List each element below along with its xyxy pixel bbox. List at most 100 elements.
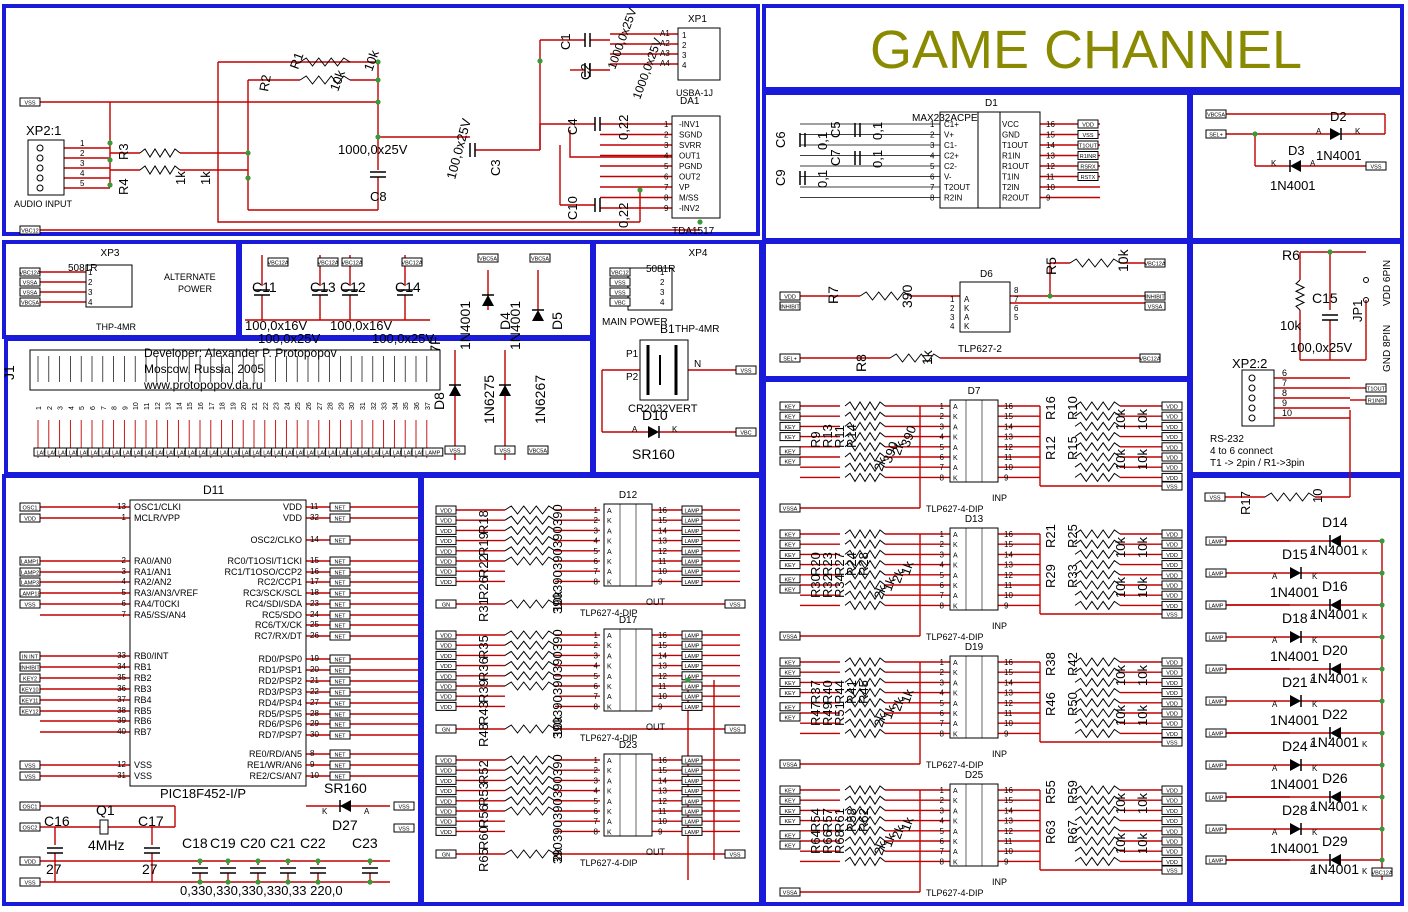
net-label-box [1161,481,1183,491]
header-pin-number: 5 [79,406,86,410]
net-label: KEY [784,716,795,722]
resistor-in [844,718,886,729]
transceiver-d1 [939,111,1041,209]
ref-d28: D28 [1282,802,1308,818]
header-pin-number: 37 [425,402,432,410]
junction-node [245,175,251,181]
resistor-in [844,401,886,411]
ref-c21: C21 [270,835,296,851]
junction-node [367,879,373,885]
mcu-pin-label: RE2/CS/AN7 [249,771,302,781]
val-c13: 100,0x25V [258,331,320,346]
connector-pin [1248,414,1256,422]
pin-a: A [1272,700,1278,709]
pin-number: 14 [658,526,667,535]
net-label: LAMP [685,674,700,680]
net-label: VDD [1166,712,1178,718]
val-resistor: 2k [871,455,890,474]
pin-label: K [953,839,958,846]
power-connector-xp4 [627,267,673,311]
net-label: KEY [784,819,795,825]
ref-r17: R17 [1238,491,1253,515]
mcu-pin-label: VSS [134,760,152,770]
net-label-box [779,840,801,850]
pin-number: 6 [940,709,945,718]
net-label-box [19,588,41,598]
net-label: LAMP [112,451,127,457]
net-label-box [329,567,351,577]
val-c15: 100,0x25V [1290,340,1352,355]
pin-number: 1 [664,120,669,129]
net-label: VDD [1166,466,1178,472]
mcu-pin-label: RB5 [134,706,152,716]
net-label: VDD [1082,123,1094,129]
net-label-box [1205,760,1227,770]
net-label: LAMP [1209,859,1224,865]
net-label-box [779,702,801,712]
developer-line-2: Moscow, Russia, 2005 [144,362,264,376]
ref-r2: R2 [256,74,274,93]
junction-node [245,150,251,156]
net-label: LAMP [685,779,700,785]
pin-a: A [1310,159,1316,168]
net-label-box [329,709,351,719]
net-label-box [1205,792,1227,802]
pin-number: 15 [1046,131,1055,140]
net-label-box [681,505,703,515]
net-label: KEY [784,533,795,539]
resistor-in [844,472,886,483]
pin-k: K [1312,764,1318,773]
ref-r19: R19 [476,532,491,556]
net-label-box [724,599,746,609]
net-label: LAMP [80,451,95,457]
pin-number: 7 [664,183,669,192]
resistor-d17 [504,660,556,671]
type-d3: 1N4001 [1270,178,1316,193]
pin-label: A4 [660,59,670,68]
resistor-pull [1074,815,1121,826]
pin-number: 11 [1004,709,1013,718]
net-label: KEY [784,543,795,549]
net-label-box [1161,805,1183,815]
resistor-in [844,728,886,739]
type-diode: 1N4001 [1310,542,1359,558]
pin-number: 2 [594,516,599,525]
pin-number: 4 [940,433,945,442]
ref-r58: R58 [844,808,859,832]
pin-number: 13 [658,537,667,546]
pin-number: 5 [594,797,599,806]
pin-number: 10 [658,567,667,576]
diode-d21 [1290,695,1301,707]
pin-number: 2 [80,149,85,158]
optocoupler-d13 [949,527,999,611]
net-label-box [1161,609,1183,619]
val-c14: 100,0x25V [372,331,434,346]
net-label: VDD [1166,789,1178,795]
net-label-box [681,536,703,546]
net-label-box [19,822,41,832]
net-label: LAMP3 [21,581,39,587]
net-label: VDD [24,517,36,523]
net-label: SEL+ [783,357,797,363]
junction-node [1379,857,1385,863]
mcu-pin-label: RE1/WR/AN6 [247,760,302,770]
type-optocoupler: TLP627-4-DIP [580,733,638,743]
ref-da1: DA1 [680,96,700,107]
net-label: LAMP [685,529,700,535]
ref-r33: R33 [1065,564,1080,588]
net-label: VDD [440,705,452,711]
pin-number: 12 [1004,827,1013,836]
pin-label: A [953,721,958,728]
net-label: VBC12A [1144,262,1165,268]
header-pin-number: 35 [403,402,410,410]
ref-c13: C13 [310,279,336,295]
junction-node [375,134,381,140]
pin-number: 3 [930,141,935,150]
pin-number: 13 [1004,561,1013,570]
pin-number: 12 [117,760,126,769]
net-label: VSSA [23,291,38,297]
net-label-box [401,257,423,267]
header-pin-number: 22 [263,402,270,410]
net-label: NET [335,734,347,740]
